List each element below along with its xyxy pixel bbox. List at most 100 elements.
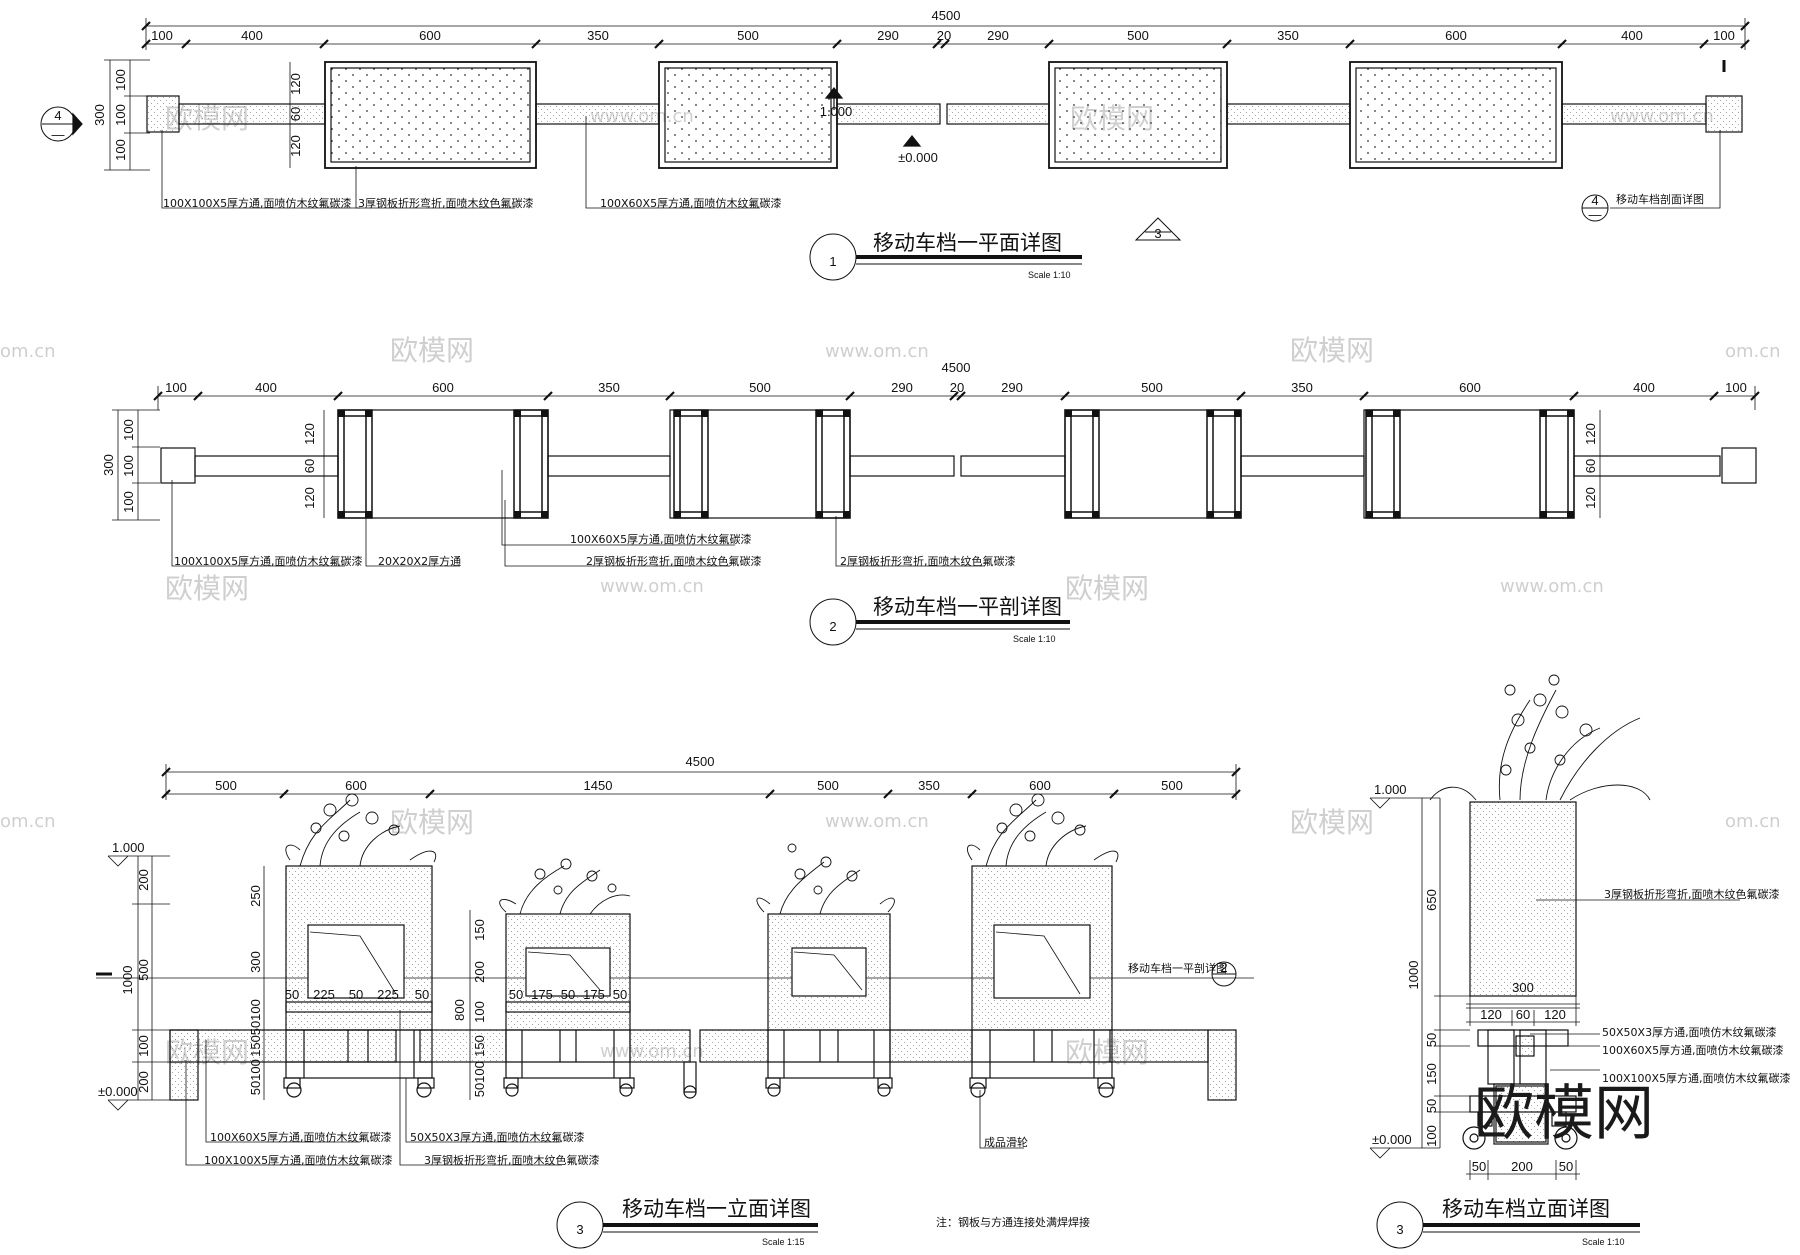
dim-label: 60 (1516, 1007, 1530, 1022)
watermark-logo: 欧模网 (165, 572, 249, 605)
dim-label: 150 (472, 1035, 487, 1057)
dim-label: 300 (101, 454, 116, 476)
watermark-url: www.om.cn (825, 811, 929, 832)
plant-side (1429, 674, 1651, 801)
dim-label: 60 (288, 107, 303, 121)
dim-label: 600 (432, 380, 454, 395)
dim-label: 500 (817, 778, 839, 793)
note-label: 2厚钢板折形弯折,面喷木纹色氟碳漆 (840, 554, 1016, 568)
plant-2 (499, 858, 631, 915)
dim-label: 50 (349, 987, 363, 1002)
dim-label: 350 (598, 380, 620, 395)
drawing-number: 1 (829, 254, 836, 269)
dim-label: 600 (345, 778, 367, 793)
watermark-logo: 欧模网 (1065, 572, 1149, 605)
ref-bubble-label: 2 (1220, 960, 1227, 975)
dim-label: 100 (1424, 1125, 1439, 1147)
drawing-1-labels: 4500 100 400 600 350 500 290 20 290 500 … (52, 8, 1735, 280)
drawing-title: 移动车档一平面详图 (873, 231, 1062, 255)
watermark-url: om.cn (1725, 811, 1781, 832)
drawing-number: 2 (829, 619, 836, 634)
watermark-url: www.om.cn (825, 341, 929, 362)
dim-label: 225 (313, 987, 335, 1002)
note-label: 移动车档剖面详图 (1616, 192, 1704, 206)
dim-label: 290 (987, 28, 1009, 43)
dim-label: 290 (877, 28, 899, 43)
dim-label: 650 (1424, 889, 1439, 911)
dim-label: 600 (1459, 380, 1481, 395)
dim-label: 500 (1161, 778, 1183, 793)
dim-label: 20 (937, 28, 951, 43)
total-dimension: 4500 (686, 754, 715, 769)
dim-label: 300 (1512, 980, 1534, 995)
dim-label: 100 (113, 69, 128, 91)
drawing-3-elevation (96, 764, 1254, 1249)
dim-label: 400 (255, 380, 277, 395)
watermark-url: om.cn (1725, 341, 1781, 362)
dim-label: 120 (302, 423, 317, 445)
dim-label: 120 (288, 73, 303, 95)
dim-label: 100 (113, 139, 128, 161)
dim-label: 600 (419, 28, 441, 43)
ref-triangle-label: 3 (1154, 226, 1161, 241)
dim-label: 250 (248, 885, 263, 907)
dim-label: 100 (1725, 380, 1747, 395)
drawing-2-plan-section (112, 386, 1760, 646)
dim-label: 120 (288, 135, 303, 157)
ref-bubble-bottom: — (52, 127, 65, 142)
ref-bubble-top: 4 (1591, 193, 1598, 208)
dim-label: 100 (165, 380, 187, 395)
dim-label: 400 (1621, 28, 1643, 43)
note-label: 100X60X5厚方通,面喷仿木纹氟碳漆 (600, 196, 782, 210)
dim-label: 100 (151, 28, 173, 43)
elevation-label: 1.000 (1374, 782, 1407, 797)
note-label: 20X20X2厚方通 (378, 554, 461, 568)
dim-label: 290 (1001, 380, 1023, 395)
dim-label: 500 (737, 28, 759, 43)
watermark-logo: 欧模网 (1290, 334, 1374, 367)
drawing-scale: Scale 1:10 (1028, 270, 1071, 280)
dim-label: 150 (472, 919, 487, 941)
ref-bubble-bottom: — (1589, 207, 1602, 222)
total-dimension: 4500 (942, 360, 971, 375)
dim-label: 200 (136, 1071, 151, 1093)
watermark-url: om.cn (0, 811, 56, 832)
drawing-title: 移动车档一平剖详图 (873, 595, 1062, 619)
dim-label: 60 (1583, 459, 1598, 473)
watermark-url: www.om.cn (600, 576, 704, 597)
note-label: 100X100X5厚方通,面喷仿木纹氟碳漆 (1602, 1071, 1791, 1085)
note-label: 3厚钢板折形弯折,面喷木纹色氟碳漆 (358, 196, 534, 210)
dim-label: 400 (1633, 380, 1655, 395)
dim-label: 50 (248, 1081, 263, 1095)
dim-label: 225 (377, 987, 399, 1002)
dim-label: 600 (1445, 28, 1467, 43)
dim-label: 175 (583, 987, 605, 1002)
dim-label: 1000 (120, 966, 135, 995)
dim-label: 1000 (1406, 961, 1421, 990)
dim-label: 50 (472, 1083, 487, 1097)
note-label: 100X100X5厚方通,面喷仿木纹氟碳漆 (174, 554, 363, 568)
dim-label: 120 (302, 487, 317, 509)
dim-label: 50 (613, 987, 627, 1002)
dim-label: 350 (1277, 28, 1299, 43)
plant-1 (285, 793, 437, 867)
plant-4 (967, 793, 1119, 867)
drawing-title: 移动车档一立面详图 (622, 1197, 811, 1221)
note-label: 100X100X5厚方通,面喷仿木纹氟碳漆 (163, 196, 352, 210)
dim-label: 50 (509, 987, 523, 1002)
dim-label: 100 (472, 1061, 487, 1083)
drawing-1-plan (40, 18, 1750, 281)
note-label: 2厚钢板折形弯折,面喷木纹色氟碳漆 (586, 554, 762, 568)
dim-label: 50 (1472, 1159, 1486, 1174)
dim-label: 150 (1424, 1063, 1439, 1085)
dim-label: 175 (531, 987, 553, 1002)
footnote: 注：钢板与方通连接处满焊焊接 (936, 1215, 1090, 1229)
dim-label: 100 (121, 455, 136, 477)
dim-label: 50 (415, 987, 429, 1002)
dim-label: 150 (248, 1035, 263, 1057)
dim-label: 400 (241, 28, 263, 43)
dim-label: 100 (1713, 28, 1735, 43)
dim-label: 350 (587, 28, 609, 43)
note-label: 100X100X5厚方通,面喷仿木纹氟碳漆 (204, 1153, 393, 1167)
